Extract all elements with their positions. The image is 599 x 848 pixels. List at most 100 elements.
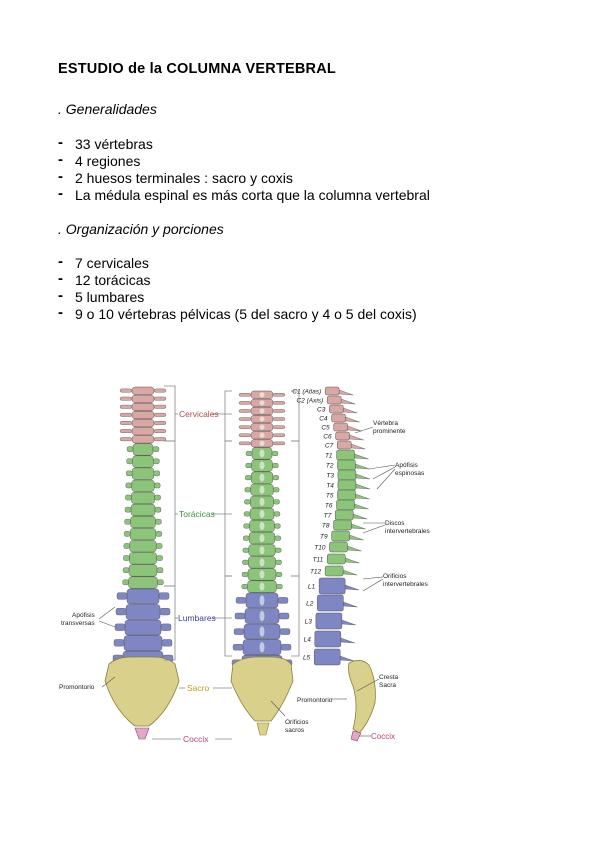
- vertebra-lateral: [331, 413, 346, 423]
- vertebra-lateral: [337, 479, 357, 491]
- vertebra-anterior: [131, 435, 155, 444]
- spine-posterior-view: [224, 390, 300, 736]
- list-organizacion: -7 cervicales -12 torácicas -5 lumbares …: [58, 253, 417, 323]
- spine-anterior-view: [104, 385, 232, 740]
- list-item: -La médula espinal es más corta que la c…: [58, 185, 430, 203]
- vertebra-label: T11: [313, 557, 324, 564]
- vertebra-anterior: [129, 552, 157, 565]
- vertebra-anterior: [131, 394, 155, 403]
- vertebra-lateral: [334, 509, 354, 521]
- label-orificios-sacros-1: Orificios: [285, 719, 309, 726]
- spine-lateral-view: [313, 386, 396, 742]
- label-apofisis-transversas-2: transversas: [61, 620, 95, 627]
- list-item: -5 lumbares: [58, 287, 145, 305]
- vertebra-anterior: [131, 491, 155, 504]
- vertebra-lateral: [336, 499, 355, 511]
- vertebra-lateral: [336, 449, 355, 461]
- vertebra-label: C2 (Axis): [296, 398, 323, 405]
- label-orificios-sacros-2: sacros: [285, 727, 305, 734]
- vertebra-label: L5: [303, 655, 311, 662]
- label-orificios-2: intervertebrales: [383, 581, 429, 588]
- vertebra-anterior: [123, 635, 163, 651]
- vertebra-label: C7: [325, 443, 334, 450]
- vertebra-anterior: [131, 479, 155, 492]
- label-cervicales: Cervicales: [179, 409, 219, 419]
- vertebra-anterior: [132, 443, 154, 456]
- vertebra-anterior: [129, 528, 157, 541]
- list-generalidades: -33 vértebras -4 regiones -2 huesos term…: [58, 134, 430, 204]
- label-promontorio-right: Promontorio: [297, 697, 333, 704]
- label-coccix: Coccix: [183, 734, 209, 744]
- vertebra-lateral: [335, 431, 350, 441]
- bullet-dash: -: [58, 270, 63, 287]
- vertebra-lateral: [331, 530, 350, 542]
- bullet-dash: -: [58, 168, 63, 185]
- vertebra-label: L2: [306, 601, 314, 608]
- label-apofisis-espinosas-2: espinosas: [395, 470, 425, 477]
- vertebra-lateral: [329, 541, 348, 553]
- section-heading-generalidades: . Generalidades: [58, 101, 157, 117]
- vertebra-label: L4: [304, 637, 312, 644]
- label-vertebra-prominente-2: prominente: [373, 428, 406, 435]
- vertebra-lateral: [317, 594, 344, 612]
- label-promontorio-left: Promontorio: [59, 684, 95, 691]
- vertebra-label: T3: [326, 473, 334, 480]
- vertebra-anterior: [129, 540, 157, 553]
- sacrum-middle: [230, 656, 294, 722]
- vertebra-lateral: [333, 422, 348, 432]
- label-discos-1: Discos: [385, 520, 405, 527]
- vertebra-lateral: [315, 612, 343, 630]
- vertebra-lateral: [337, 469, 357, 481]
- vertebra-anterior: [131, 427, 155, 436]
- vertebra-anterior: [131, 402, 155, 411]
- label-apofisis-transversas-1: Apófisis: [72, 612, 96, 619]
- vertebra-lateral: [313, 648, 341, 666]
- vertebra-anterior: [128, 564, 158, 577]
- vertebra-lateral: [337, 459, 356, 471]
- vertebra-label-list: C1 (Atlas)C2 (Axis)C3C4C5C6C7T1T2T3T4T5T…: [292, 389, 334, 662]
- vertebra-lateral: [318, 577, 346, 595]
- vertebra-label: T9: [320, 534, 328, 541]
- vertebra-anterior: [128, 576, 158, 589]
- vertebra-anterior: [125, 604, 161, 620]
- list-item: -4 regiones: [58, 151, 141, 169]
- vertebra-lateral: [326, 395, 342, 405]
- vertebra-label: C4: [319, 416, 328, 423]
- vertebra-label: C6: [323, 434, 332, 441]
- vertebra-lateral: [324, 565, 344, 577]
- vertebra-lateral: [329, 404, 344, 414]
- vertebra-lateral: [337, 489, 356, 501]
- vertebra-anterior: [131, 386, 155, 395]
- label-cresta-sacra-2: Sacra: [379, 682, 396, 689]
- vertebra-label: T12: [310, 569, 322, 576]
- spine-figure: Cervicales Torácicas Lumbares Sacro Cocc…: [59, 385, 431, 744]
- vertebra-label: T7: [324, 513, 332, 520]
- vertebra-label: T2: [326, 463, 334, 470]
- label-apofisis-espinosas-1: Apófisis: [395, 462, 419, 469]
- vertebra-anterior: [126, 588, 160, 605]
- label-toracicas: Torácicas: [179, 509, 215, 519]
- vertebra-label: C1 (Atlas): [292, 389, 321, 396]
- vertebra-label: T8: [322, 523, 330, 530]
- label-coccix-right: Coccix: [371, 732, 395, 741]
- vertebra-label: T6: [325, 503, 333, 510]
- vertebra-anterior: [130, 516, 156, 529]
- label-lumbares: Lumbares: [178, 613, 216, 623]
- coccyx-left: [134, 727, 150, 740]
- label-discos-2: intervertebrales: [385, 528, 431, 535]
- vertebra-label: L3: [305, 619, 313, 626]
- vertebra-label: C3: [317, 407, 326, 414]
- bullet-dash: -: [58, 185, 63, 202]
- list-item: -33 vértebras: [58, 134, 153, 152]
- vertebra-lateral: [314, 630, 342, 648]
- list-item: -7 cervicales: [58, 253, 149, 271]
- vertebra-label: T4: [326, 483, 334, 490]
- list-item: -12 torácicas: [58, 270, 151, 288]
- sacrum-right: [348, 660, 376, 734]
- vertebra-anterior: [130, 503, 156, 516]
- bullet-dash: -: [58, 151, 63, 168]
- vertebra-label: T10: [314, 545, 326, 552]
- vertebra-lateral: [324, 386, 340, 396]
- label-vertebra-prominente-1: Vértebra: [373, 420, 398, 427]
- bullet-dash: -: [58, 304, 63, 321]
